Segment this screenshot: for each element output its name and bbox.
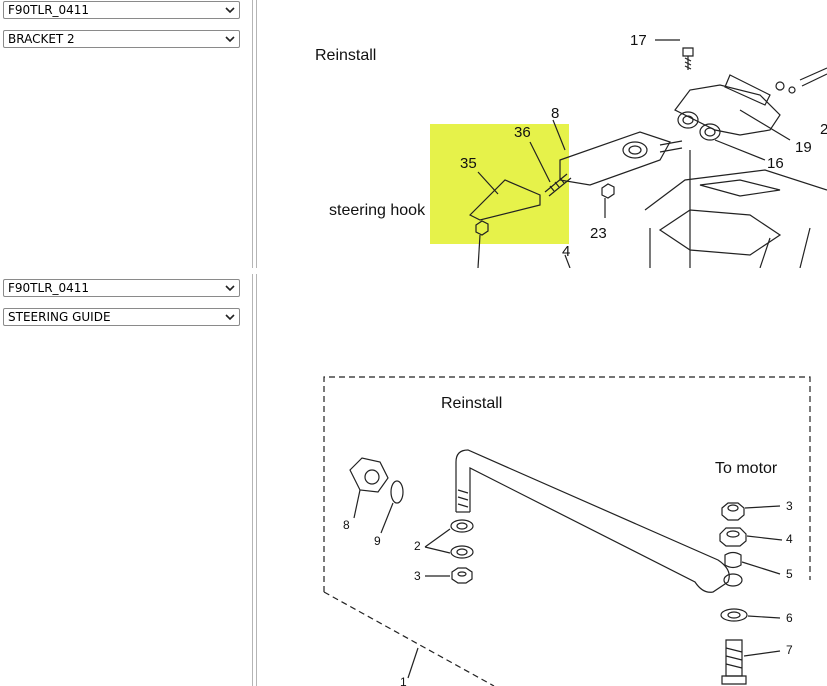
to-motor-note: To motor — [715, 460, 778, 477]
callout-3-left: 3 — [414, 569, 421, 583]
diagram-panel-bracket: 17 8 36 35 19 16 23 4 2 Reinstall steeri… — [257, 0, 827, 268]
callout-4: 4 — [562, 243, 570, 260]
model-select-2[interactable]: F90TLR_0411 — [3, 279, 240, 297]
model-select-1-value: F90TLR_0411 — [8, 3, 90, 17]
highlight-box — [430, 124, 569, 244]
callout-35: 35 — [460, 155, 477, 172]
callout-23: 23 — [590, 225, 607, 242]
reinstall-note-2: Reinstall — [441, 395, 503, 412]
model-select-1[interactable]: F90TLR_0411 — [3, 1, 240, 19]
chevron-down-icon — [225, 314, 235, 321]
callout-2: 2 — [820, 121, 827, 138]
callout-4: 4 — [786, 532, 793, 546]
section-select-1[interactable]: BRACKET 2 — [3, 30, 240, 48]
callout-6: 6 — [786, 611, 793, 625]
section-select-2[interactable]: STEERING GUIDE — [3, 308, 240, 326]
callout-17: 17 — [630, 32, 647, 49]
splitter-right[interactable] — [256, 0, 257, 686]
callout-7: 7 — [786, 643, 793, 657]
chevron-down-icon — [225, 7, 235, 14]
callout-3-right: 3 — [786, 499, 793, 513]
bracket-diagram: 17 8 36 35 19 16 23 4 2 — [430, 32, 827, 268]
callout-5: 5 — [786, 567, 793, 581]
callout-16: 16 — [767, 155, 784, 172]
callout-2: 2 — [414, 539, 421, 553]
callout-36: 36 — [514, 124, 531, 141]
callout-19: 19 — [795, 139, 812, 156]
model-select-2-value: F90TLR_0411 — [8, 281, 90, 295]
steering-guide-diagram: 8 9 2 3 3 4 5 6 7 1 — [323, 376, 811, 686]
splitter-left[interactable] — [252, 0, 253, 686]
section-select-1-value: BRACKET 2 — [8, 32, 75, 46]
callout-9: 9 — [374, 534, 381, 548]
chevron-down-icon — [225, 285, 235, 292]
chevron-down-icon — [225, 36, 235, 43]
diagram-panel-steering-guide: 8 9 2 3 3 4 5 6 7 1 Reinstall To motor — [257, 274, 827, 686]
steering-hook-note: steering hook — [329, 202, 426, 219]
callout-8: 8 — [551, 105, 559, 122]
callout-8: 8 — [343, 518, 350, 532]
section-select-2-value: STEERING GUIDE — [8, 310, 111, 324]
callout-1: 1 — [400, 675, 407, 686]
reinstall-note-1: Reinstall — [315, 47, 377, 64]
panel-divider — [0, 268, 827, 274]
